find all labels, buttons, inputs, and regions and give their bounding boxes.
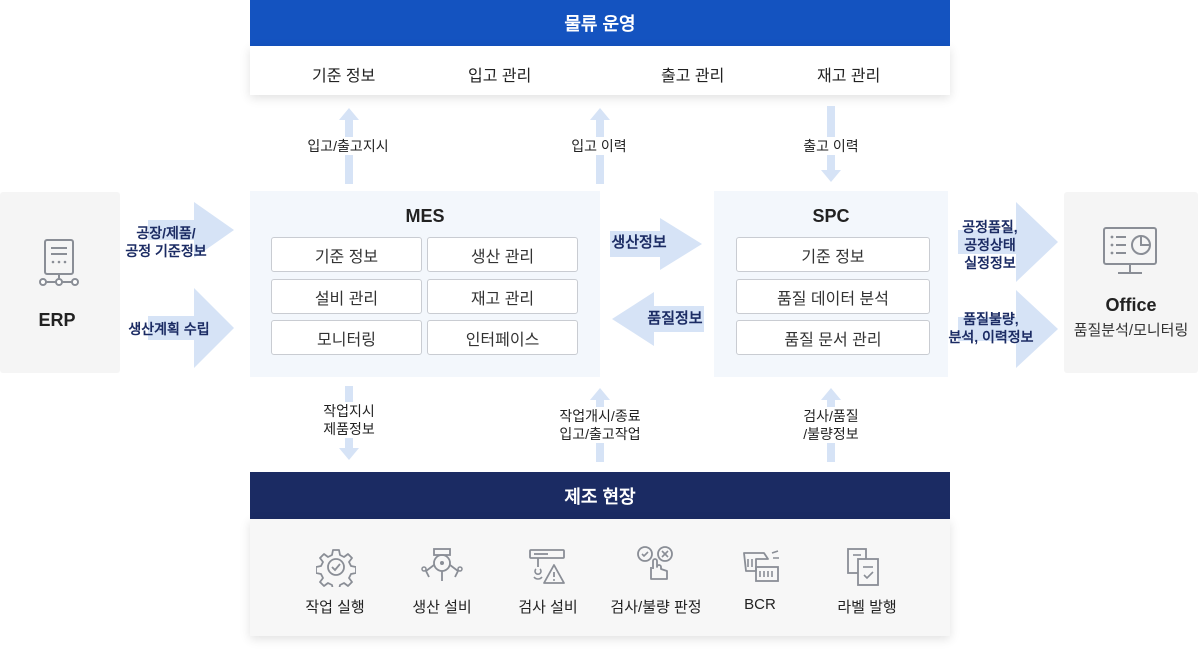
monitor-dashboard-icon: [1103, 227, 1157, 274]
logistics-item-inbound: 입고 관리: [468, 68, 532, 85]
mes-title: MES: [405, 206, 445, 226]
label-document-icon: [847, 548, 879, 586]
spc-item-documents: 품질 문서 관리: [736, 320, 930, 355]
logistics-panel: 기준 정보 입고 관리 출고 관리 재고 관리: [250, 46, 950, 95]
arrow-erp-to-mes-1: [148, 202, 234, 258]
arrow-spc-to-office-2: [958, 290, 1058, 368]
mes-item-monitoring: 모니터링: [271, 320, 422, 355]
flow-label-mes-to-logistics: 입고/출고지시: [288, 137, 408, 155]
flow-label-erp-to-mes-2: 생산계획 수립: [128, 321, 210, 337]
robot-arm-icon: [421, 548, 463, 581]
flow-label-quality-info: 품질정보: [647, 310, 703, 327]
mes-item-stock: 재고 관리: [427, 279, 578, 314]
logistics-item-stock: 재고 관리: [817, 68, 881, 85]
mes-panel: MES 기준 정보 생산 관리 설비 관리 재고 관리 모니터링 인터페이스: [250, 191, 600, 377]
flow-label-erp-to-mes-1: 공장/제품/ 공정 기준정보: [125, 225, 207, 259]
site-item-label-work: 작업 실행: [305, 599, 365, 616]
flow-label-mes-to-site: 작업지시 제품정보: [299, 402, 399, 438]
spc-item-analysis: 품질 데이터 분석: [736, 279, 930, 314]
spc-item-basic: 기준 정보: [736, 237, 930, 272]
mes-item-basic: 기준 정보: [271, 237, 422, 272]
flow-label-inbound-history: 입고 이력: [554, 137, 644, 155]
site-item-label-equipment: 생산 설비: [412, 599, 472, 616]
check-fail-hand-icon: [637, 546, 673, 580]
flow-label-production-info: 생산정보: [611, 234, 667, 251]
arrow-spc-to-mes: [612, 292, 704, 346]
mes-item-equipment: 설비 관리: [271, 279, 422, 314]
site-header: 제조 현장: [250, 472, 950, 519]
site-item-label-inspection: 검사 설비: [518, 599, 578, 616]
logistics-item-outbound: 출고 관리: [661, 68, 725, 85]
spc-panel: SPC 기준 정보 품질 데이터 분석 품질 문서 관리: [714, 191, 948, 377]
logistics-item-basic: 기준 정보: [312, 68, 376, 85]
flow-label-spc-to-office-1: 공정품질, 공정상태 실정정보: [962, 219, 1018, 271]
flow-label-outbound-history: 출고 이력: [786, 137, 876, 155]
flow-label-site-to-mes: 작업개시/종료 입고/출고작업: [540, 407, 660, 443]
spc-title: SPC: [812, 206, 850, 226]
flow-label-site-to-spc: 검사/품질 /불량정보: [786, 407, 876, 443]
server-icon: [39, 239, 79, 286]
site-item-label-labeling: 라벨 발행: [837, 599, 897, 616]
arrow-mes-to-spc: [610, 218, 702, 270]
mes-item-production: 생산 관리: [427, 237, 578, 272]
barcode-scanner-icon: [743, 550, 779, 582]
site-item-label-judgement: 검사/불량 판정: [610, 599, 702, 616]
erp-label: ERP: [38, 310, 76, 330]
arrow-spc-to-office-1: [958, 202, 1058, 282]
office-subtitle: 품질분석/모니터링: [1073, 322, 1189, 339]
arrow-erp-to-mes-2: [148, 288, 234, 368]
inspection-warning-icon: [529, 549, 565, 584]
office-panel: Office 품질분석/모니터링: [1064, 192, 1198, 373]
office-title: Office: [1105, 295, 1157, 315]
gear-check-icon: [316, 549, 356, 587]
erp-panel: ERP: [0, 192, 120, 373]
site-panel: 작업 실행 생산 설비 검사 설비 검사/불량 판정: [250, 519, 950, 636]
logistics-header: 물류 운영: [250, 0, 950, 46]
site-item-label-bcr: BCR: [744, 596, 776, 613]
flow-label-spc-to-office-2: 품질불량, 분석, 이력정보: [948, 311, 1034, 345]
mes-item-interface: 인터페이스: [427, 320, 578, 355]
